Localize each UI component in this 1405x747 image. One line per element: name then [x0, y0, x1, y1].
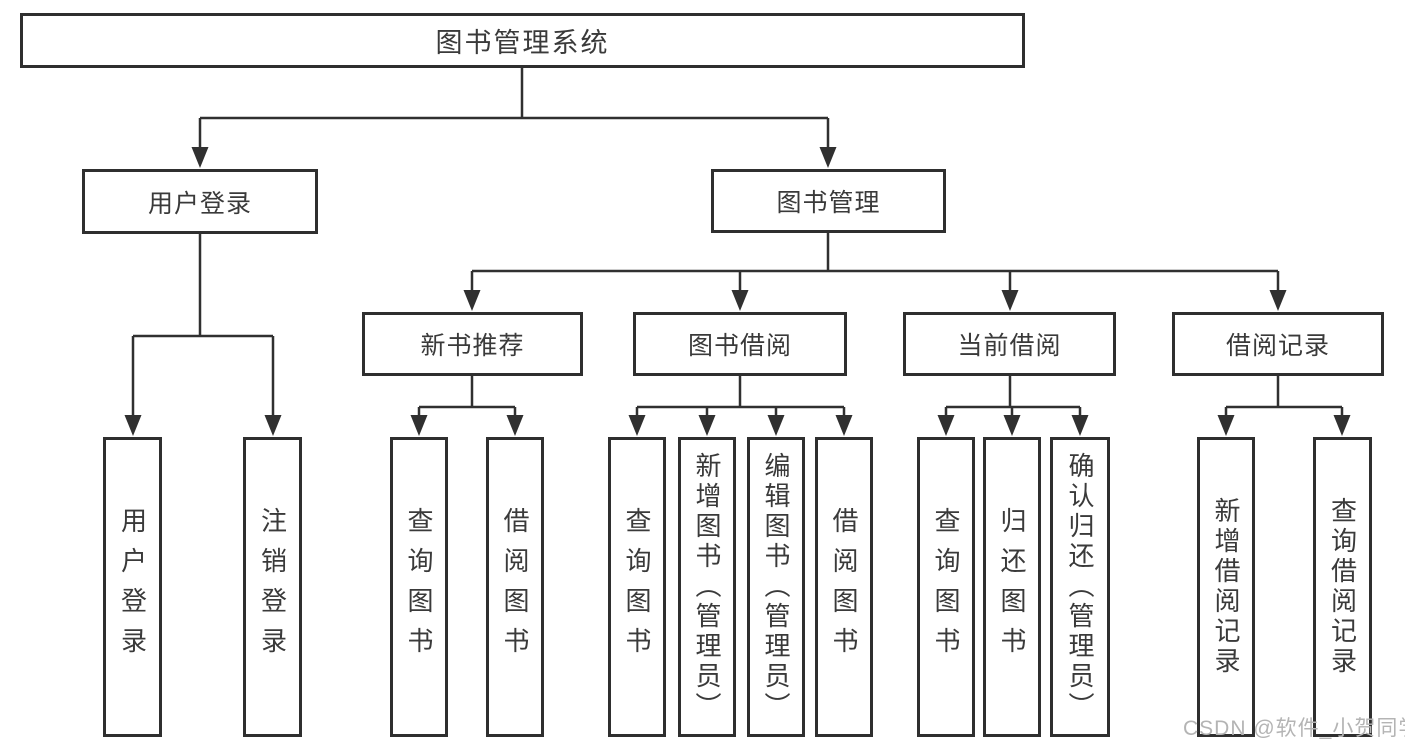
node-book-borrowing: 图书借阅: [633, 312, 847, 376]
leaf-query-borrow-record: 查询借阅记录: [1313, 437, 1372, 737]
leaf-add-borrow-record: 新增借阅记录: [1197, 437, 1255, 737]
leaf-query-books-borrow: 查询图书: [608, 437, 666, 737]
leaf-query-books-recommend: 查询图书: [390, 437, 448, 737]
node-user-login-branch: 用户登录: [82, 169, 318, 234]
node-new-book-recommendation: 新书推荐: [362, 312, 583, 376]
leaf-borrow-books-recommend: 借阅图书: [486, 437, 544, 737]
leaf-borrow-books: 借阅图书: [815, 437, 873, 737]
leaf-confirm-return-admin: 确认归还（管理员）: [1050, 437, 1110, 737]
leaf-logout: 注销登录: [243, 437, 302, 737]
csdn-watermark: CSDN @软件_小贺同学: [1183, 717, 1405, 740]
leaf-edit-book-admin: 编辑图书（管理员）: [747, 437, 805, 737]
leaf-user-login: 用户登录: [103, 437, 162, 737]
leaf-query-books-current: 查询图书: [917, 437, 975, 737]
node-book-management: 图书管理: [711, 169, 946, 233]
leaf-add-book-admin: 新增图书（管理员）: [678, 437, 736, 737]
node-current-borrowing: 当前借阅: [903, 312, 1116, 376]
node-library-management-system: 图书管理系统: [20, 13, 1025, 68]
node-borrowing-records: 借阅记录: [1172, 312, 1384, 376]
leaf-return-book: 归还图书: [983, 437, 1041, 737]
